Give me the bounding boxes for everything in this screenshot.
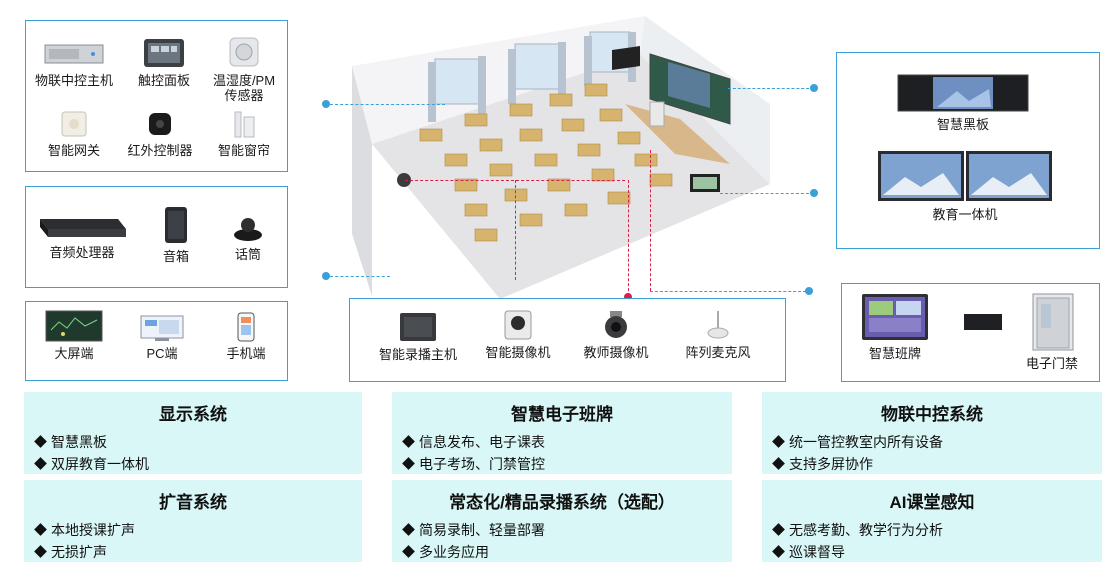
edu-display-icon: [878, 151, 1052, 201]
device-array-mic: 阵列麦克风: [676, 309, 760, 360]
door-access-icon: [1032, 293, 1074, 351]
card-item: 无感考勤、教学行为分析: [772, 519, 1102, 541]
audio-devices-panel: 音频处理器 音箱 话筒: [25, 186, 288, 288]
smart-blackboard-icon: [897, 74, 1029, 112]
connector-line-edu: [720, 193, 814, 194]
connector-line-iot: [330, 104, 445, 105]
big-screen-icon: [45, 310, 103, 342]
device-touch-panel: 触控面板: [126, 37, 202, 88]
gateway-icon: [61, 111, 87, 137]
pc-icon: [140, 315, 184, 341]
connector-line-blackboard: [728, 88, 814, 89]
connector-line-audio: [330, 276, 390, 277]
door-control-unit-icon: [964, 314, 1002, 330]
card-item: 统一管控教室内所有设备: [772, 431, 1102, 453]
device-edu-display: 教育一体机: [877, 149, 1053, 222]
recording-line-v2: [628, 180, 629, 296]
device-ir-controller: 红外控制器: [122, 109, 198, 158]
array-mic-icon: [707, 311, 729, 339]
device-curtain: 智能窗帘: [206, 109, 282, 158]
recording-devices-panel: 智能录播主机 智能摄像机 教师摄像机 阵列麦克风: [349, 298, 786, 382]
device-phone: 手机端: [216, 312, 276, 361]
phone-icon: [237, 312, 255, 342]
device-pc: PC端: [132, 314, 192, 361]
card-item: 无损扩声: [34, 541, 362, 563]
teacher-camera-icon: [605, 311, 627, 338]
recording-line-v3: [650, 150, 651, 291]
recording-red-dot: [624, 293, 632, 301]
card-ai-perception: AI课堂感知 无感考勤、教学行为分析 巡课督导: [762, 480, 1102, 562]
device-speaker: 音箱: [146, 205, 206, 264]
smart-camera-icon: [504, 310, 532, 340]
class-sign-panel: 智慧班牌 电子门禁: [841, 283, 1100, 382]
device-smart-camera: 智能摄像机: [478, 309, 558, 360]
card-class-sign: 智慧电子班牌 信息发布、电子课表 电子考场、门禁管控: [392, 392, 732, 474]
card-title: 智慧电子班牌: [511, 405, 613, 424]
card-audio-system: 扩音系统 本地授课扩声 无损扩声: [24, 480, 362, 562]
card-item: 支持多屏协作: [772, 453, 1102, 475]
device-iot-host: 物联中控主机: [34, 39, 114, 88]
device-class-sign: 智慧班牌: [850, 292, 940, 361]
connector-dot-blackboard: [810, 84, 818, 92]
device-sensor: 温湿度/PM 传感器: [206, 35, 282, 103]
connector-dot-iot: [322, 100, 330, 108]
card-display-system: 显示系统 智慧黑板 双屏教育一体机: [24, 392, 362, 474]
terminals-panel: 大屏端 PC端 手机端: [25, 301, 288, 381]
card-title: AI课堂感知: [889, 493, 975, 512]
card-item: 电子考场、门禁管控: [402, 453, 732, 475]
device-smart-blackboard: 智慧黑板: [897, 73, 1029, 132]
device-teacher-camera: 教师摄像机: [576, 309, 656, 360]
card-title: 显示系统: [159, 405, 227, 424]
class-sign-icon: [862, 294, 928, 340]
card-recording-system: 常态化/精品录播系统（选配） 简易录制、轻量部署 多业务应用: [392, 480, 732, 562]
connector-dot-class: [805, 287, 813, 295]
recording-line-v1: [515, 180, 516, 280]
device-recorder-host: 智能录播主机: [370, 311, 466, 362]
device-big-screen: 大屏端: [38, 310, 110, 361]
card-item: 双屏教育一体机: [34, 453, 362, 475]
display-devices-panel: 智慧黑板 教育一体机: [836, 52, 1100, 249]
card-item: 多业务应用: [402, 541, 732, 563]
iot-devices-panel: 物联中控主机 触控面板 温湿度/PM 传感器 智能网关 红外控制器: [25, 20, 288, 172]
server-icon: [44, 44, 104, 64]
ir-controller-icon: [149, 113, 171, 135]
classroom-illustration: [352, 16, 770, 299]
connector-dot-edu: [810, 189, 818, 197]
sensor-icon: [229, 37, 259, 67]
device-microphone: 话筒: [218, 213, 278, 262]
card-title: 物联中控系统: [881, 405, 983, 424]
microphone-icon: [234, 218, 262, 241]
card-item: 信息发布、电子课表: [402, 431, 732, 453]
card-item: 本地授课扩声: [34, 519, 362, 541]
card-item: 巡课督导: [772, 541, 1102, 563]
card-title: 常态化/精品录播系统（选配）: [449, 493, 675, 512]
device-door-access: 电子门禁: [1012, 290, 1092, 371]
card-title: 扩音系统: [159, 493, 227, 512]
connector-line-class: [650, 291, 806, 292]
speaker-icon: [165, 207, 187, 243]
curtain-icon: [234, 111, 255, 138]
audio-processor-icon: [40, 219, 126, 237]
card-item: 简易录制、轻量部署: [402, 519, 732, 541]
device-gateway: 智能网关: [38, 109, 110, 158]
device-audio-processor: 音频处理器: [32, 211, 132, 260]
connector-dot-audio: [322, 272, 330, 280]
card-iot-control: 物联中控系统 统一管控教室内所有设备 支持多屏协作: [762, 392, 1102, 474]
touch-panel-icon: [144, 39, 184, 67]
card-item: 智慧黑板: [34, 431, 362, 453]
recorder-host-icon: [400, 313, 436, 341]
